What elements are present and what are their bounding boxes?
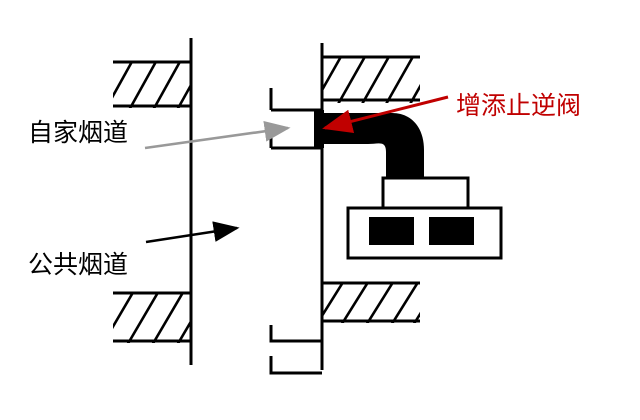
range-hood xyxy=(346,176,503,260)
hood-filter-right xyxy=(429,217,474,245)
label-public-flue: 公共烟道 xyxy=(28,250,129,279)
elbow-duct xyxy=(314,110,424,186)
elbow-duct-body xyxy=(318,113,424,186)
own-flue-leader-arrow xyxy=(144,120,291,150)
check-valve-leader-arrow xyxy=(322,95,449,134)
wall-hatch-bottom-left xyxy=(113,291,191,343)
label-own-flue: 自家烟道 xyxy=(28,118,129,147)
public-flue-leader-arrow xyxy=(145,221,240,244)
wall-hatch-bottom-right xyxy=(322,281,420,323)
label-check-valve: 增添止逆阀 xyxy=(456,91,582,120)
wall-hatch-top-left xyxy=(113,60,191,108)
check-valve-collar xyxy=(314,110,324,148)
wall-hatch-top-right xyxy=(322,55,420,103)
bracket-upper xyxy=(269,325,322,343)
bracket-lower xyxy=(269,356,322,375)
hood-filter-left xyxy=(369,217,414,245)
